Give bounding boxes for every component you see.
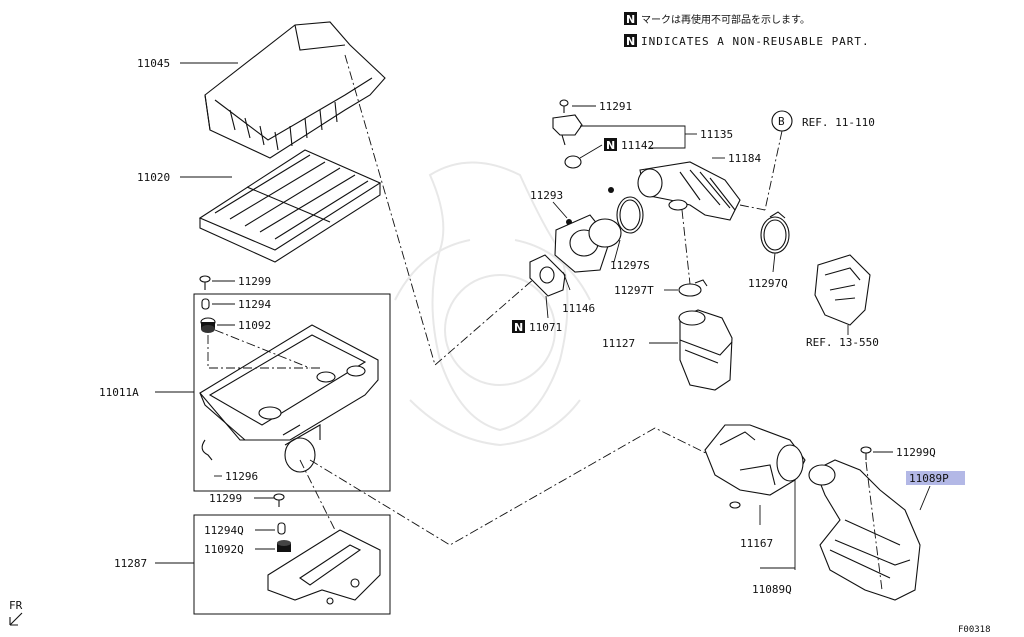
label-11294[interactable]: 11294 [238, 298, 271, 311]
label-11127[interactable]: 11127 [602, 337, 635, 350]
direction-label: FR [9, 599, 23, 612]
leader-11142 [579, 144, 603, 159]
group-box-bracket [193, 514, 391, 615]
note-japanese-text: マークは再使用不可部品を示します。 [641, 13, 810, 26]
fr-arrow-icon [9, 612, 23, 626]
part-throttle-body[interactable] [554, 214, 622, 273]
label-ref-11-110[interactable]: REF. 11-110 [802, 116, 875, 129]
label-11297S[interactable]: 11297S [610, 259, 650, 272]
part-screw-11299[interactable] [199, 275, 211, 290]
leader-11293 [552, 201, 568, 219]
label-ref-13-550[interactable]: REF. 13-550 [806, 336, 879, 349]
label-11167[interactable]: 11167 [740, 537, 773, 550]
label-11294Q[interactable]: 11294Q [204, 524, 244, 537]
dashline-cover-to-throttle [344, 54, 536, 366]
label-11011A[interactable]: 11011A [99, 386, 139, 399]
part-throttle-ref-13-550[interactable] [814, 254, 871, 326]
non-reusable-badge-11142: N [604, 138, 617, 152]
label-11296[interactable]: 11296 [225, 470, 258, 483]
svg-text:N: N [514, 321, 523, 334]
dashline-screw-intake [865, 461, 883, 591]
label-11299Q[interactable]: 11299Q [896, 446, 936, 459]
dashline-case-to-duct [309, 427, 721, 546]
label-11146[interactable]: 11146 [562, 302, 595, 315]
label-11287[interactable]: 11287 [114, 557, 147, 570]
part-insulator-11092[interactable] [200, 317, 216, 333]
non-reusable-badge-11071: N [512, 320, 525, 334]
label-11089P[interactable]: 11089P [909, 472, 949, 485]
label-11293[interactable]: 11293 [530, 189, 563, 202]
part-airflow-sensor-11135[interactable] [552, 114, 583, 146]
leader-11297Q [772, 252, 776, 273]
part-intake-hose-11184[interactable] [637, 161, 741, 221]
part-clamp-11297S[interactable] [616, 196, 644, 234]
part-air-cleaner-cover[interactable] [204, 21, 386, 159]
part-insulator-11092Q[interactable] [277, 540, 291, 552]
leader-11071 [545, 295, 549, 319]
part-grommet-11294[interactable] [201, 298, 210, 310]
non-reusable-badge: N [624, 12, 637, 26]
leader-11297S [613, 239, 621, 263]
label-11142[interactable]: 11142 [621, 139, 654, 152]
dashline-case-bracket [299, 459, 336, 531]
part-o-ring-11142[interactable] [564, 155, 582, 169]
group-box-air-cleaner-case [193, 293, 391, 492]
label-11045[interactable]: 11045 [137, 57, 170, 70]
ref-b-marker[interactable]: B [771, 110, 793, 132]
label-11297Q[interactable]: 11297Q [748, 277, 788, 290]
leader-11135 [580, 125, 686, 149]
svg-text:N: N [626, 35, 635, 48]
svg-text:N: N [606, 139, 615, 152]
label-11184[interactable]: 11184 [728, 152, 761, 165]
label-11291[interactable]: 11291 [599, 100, 632, 113]
label-11092Q[interactable]: 11092Q [204, 543, 244, 556]
leader-11089P [919, 485, 931, 511]
svg-text:N: N [626, 13, 635, 26]
part-clamp-11297Q[interactable] [760, 211, 790, 254]
part-air-cleaner-case[interactable] [199, 324, 379, 473]
dashline-ref-b [764, 130, 783, 211]
highlight-11089P [906, 471, 965, 485]
label-11299a[interactable]: 11299 [238, 275, 271, 288]
part-clamp-11297T[interactable] [678, 279, 708, 297]
part-air-filter-element[interactable] [198, 149, 382, 263]
part-bolt-small[interactable] [608, 187, 614, 193]
leader-11146 [562, 271, 571, 291]
dashline-grommet [207, 329, 320, 369]
part-air-duct-11167[interactable] [704, 424, 806, 509]
note-japanese: N マークは再使用不可部品を示します。 [624, 12, 810, 26]
dashline-hose-ref [739, 204, 766, 211]
non-reusable-badge: N [624, 34, 637, 48]
part-gasket-11146[interactable] [529, 254, 566, 297]
part-bracket-11287[interactable] [267, 529, 381, 605]
label-11299b[interactable]: 11299 [209, 492, 242, 505]
label-11089Q[interactable]: 11089Q [752, 583, 792, 596]
dashline-hose-clamp [681, 209, 691, 285]
note-english-text: INDICATES A NON-REUSABLE PART. [641, 35, 870, 48]
label-11135[interactable]: 11135 [700, 128, 733, 141]
label-11297T[interactable]: 11297T [614, 284, 654, 297]
watermark-emblem [394, 161, 591, 447]
label-11071[interactable]: 11071 [529, 321, 562, 334]
figure-code: F00318 [958, 625, 991, 635]
part-screw-11291[interactable] [559, 99, 569, 113]
label-11020[interactable]: 11020 [137, 171, 170, 184]
part-screw-11299b[interactable] [273, 493, 285, 507]
note-english: N INDICATES A NON-REUSABLE PART. [624, 34, 870, 48]
svg-text:B: B [778, 115, 785, 128]
part-screw-11299Q[interactable] [860, 446, 872, 460]
part-grommet-11294Q[interactable] [277, 522, 286, 535]
part-resonator-11127[interactable] [678, 309, 733, 391]
leader-11089Q [760, 480, 796, 570]
part-clip-11296[interactable] [201, 439, 213, 461]
part-air-intake-11089P[interactable] [808, 459, 921, 601]
label-11092[interactable]: 11092 [238, 319, 271, 332]
